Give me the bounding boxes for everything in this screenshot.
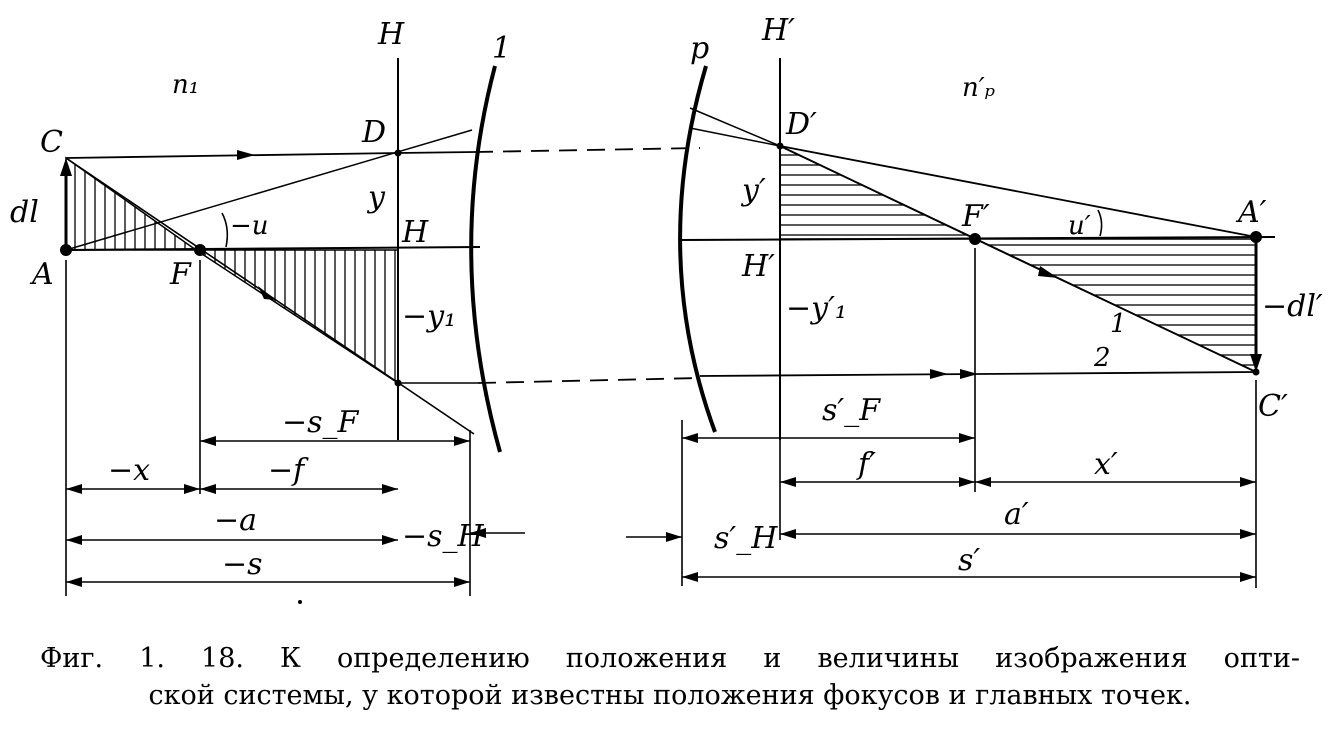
dim-minus-s [66, 577, 470, 587]
caption-line-1: Фиг. 1. 18. К определению положения и ве… [40, 643, 1300, 674]
label-sFp: s′_F [822, 393, 881, 428]
label-A: A [29, 257, 54, 292]
dim-minus-x [66, 484, 200, 494]
label-D: D [361, 115, 386, 150]
caption-line-2: ской системы, у которой известны положен… [148, 680, 1192, 711]
ray-A-through-D [65, 129, 473, 251]
label-H-top: H [377, 17, 405, 52]
label-Cp: C′ [1258, 389, 1288, 424]
label-minus-u: −u [230, 211, 269, 241]
label-Hp-axis: H′ [741, 249, 775, 284]
label-C: C [40, 125, 63, 160]
point-D [394, 149, 402, 157]
object-arrow-head [60, 158, 72, 176]
label-sHp: s′_H [714, 521, 778, 556]
image-arrow-head [1250, 354, 1262, 372]
ray-2-arrow-b [960, 369, 978, 379]
ray-D-to-surface [397, 151, 476, 154]
dashed-ray-upper [474, 147, 701, 153]
label-up: u′ [1068, 211, 1091, 241]
point-C-prime [1252, 368, 1260, 376]
last-surface-curve [678, 65, 717, 433]
dim-minus-f [200, 484, 398, 494]
ray-C-to-D-arrow [237, 150, 255, 160]
dim-minus-sF [200, 436, 470, 446]
label-dl: dl [10, 195, 39, 230]
label-minus-s: −s [222, 547, 263, 582]
label-n1: n₁ [172, 70, 199, 100]
dim-minus-a [66, 535, 398, 545]
angle-u-prime-arc [1097, 209, 1103, 237]
label-minus-y1p: −y′₁ [786, 291, 847, 326]
label-surface-p: p [690, 31, 709, 66]
label-surface-1: 1 [492, 31, 511, 66]
point-D-prime [776, 142, 784, 150]
label-H-axis: H [401, 215, 429, 250]
ray-2-arrow-a [930, 369, 948, 379]
label-minus-dlp: −dl′ [1262, 289, 1323, 324]
point-A-prime [1250, 231, 1262, 243]
dim-a-prime [780, 529, 1256, 539]
first-surface-curve [469, 65, 502, 453]
point-A [60, 244, 72, 256]
optical-axis-left [65, 246, 481, 251]
label-y: y [366, 180, 386, 215]
label-Fp: F′ [961, 199, 990, 234]
label-minus-f: −f [268, 453, 309, 488]
ray-1-arrow [1038, 266, 1058, 278]
ray-D-prime-through-F-prime [779, 145, 1257, 373]
ray-C-through-F-arrow [258, 286, 276, 300]
angle-u-arc [221, 212, 229, 248]
point-F-prime [969, 233, 981, 245]
label-sp: s′ [958, 543, 980, 578]
label-minus-sF: −s_F [282, 405, 360, 440]
label-minus-x: −x [108, 453, 150, 488]
ray-D-prime-to-A-prime [779, 145, 1257, 238]
point-lower-H [394, 379, 402, 387]
figure-caption: Фиг. 1. 18. К определению положения и ве… [40, 640, 1300, 714]
label-ap: a′ [1004, 497, 1029, 532]
label-ray-2: 2 [1093, 343, 1111, 373]
dim-sF-prime [682, 433, 975, 443]
label-minus-sH: −s_H [402, 519, 485, 554]
dashed-ray-lower [477, 377, 701, 384]
point-F [194, 244, 206, 256]
label-ray-1: 1 [1110, 309, 1127, 339]
label-yp: y′ [740, 173, 766, 208]
label-minus-a: −a [214, 503, 257, 538]
label-Ap: A′ [1235, 195, 1267, 230]
label-xp: x′ [1094, 447, 1118, 482]
dim-minus-sH [470, 528, 682, 542]
label-np: n′ₚ [962, 73, 995, 103]
label-Dp: D′ [785, 107, 817, 142]
label-Hp-top: H′ [761, 13, 795, 48]
ray-surface-to-D-prime [689, 107, 781, 147]
ray-surface-to-D-prime-2 [689, 127, 781, 147]
dim-s-prime [682, 572, 1256, 582]
label-F: F [169, 257, 192, 292]
label-minus-y1: −y₁ [402, 299, 456, 334]
dim-f-prime [780, 477, 975, 487]
speck-1 [298, 600, 302, 604]
ray-C-to-D [65, 152, 399, 159]
label-fp: f′ [856, 447, 876, 482]
dim-x-prime [975, 477, 1256, 487]
